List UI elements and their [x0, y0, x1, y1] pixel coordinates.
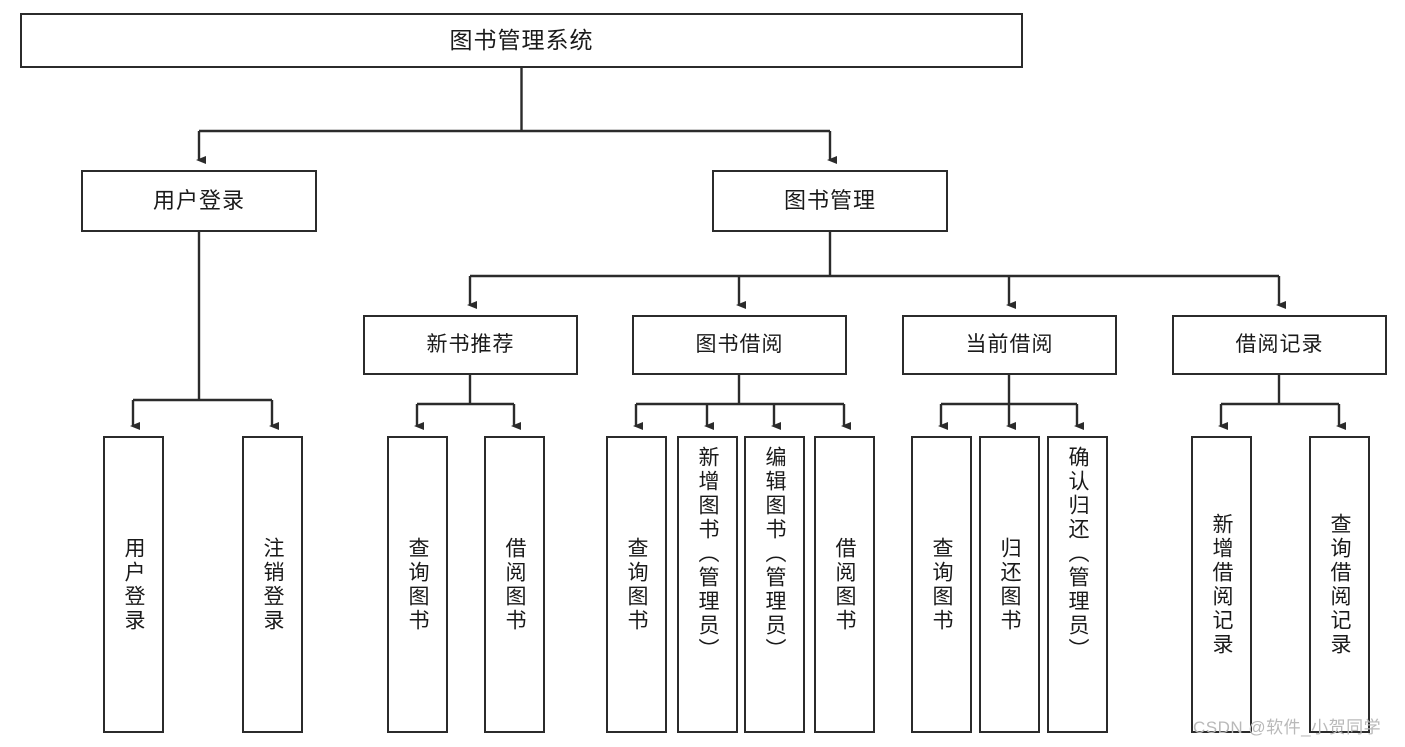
node-label: 查询图书 [625, 536, 648, 633]
node-label: 新增图书（管理员） [696, 446, 719, 662]
leaf-user-login-logout[interactable]: 注销登录 [242, 436, 303, 733]
leaf-borrow-record-query[interactable]: 查询借阅记录 [1309, 436, 1370, 733]
leaf-book-borrow-edit[interactable]: 编辑图书（管理员） [744, 436, 805, 733]
node-label: 用户登录 [152, 188, 245, 214]
node-label: 图书管理系统 [449, 26, 594, 53]
leaf-user-login-login[interactable]: 用户登录 [103, 436, 164, 733]
node-label: 借阅图书 [833, 536, 856, 633]
node-label: 借阅记录 [1235, 332, 1324, 356]
leaf-current-borrow-confirm-return[interactable]: 确认归还（管理员） [1047, 436, 1108, 733]
leaf-new-book-borrow[interactable]: 借阅图书 [484, 436, 545, 733]
leaf-book-borrow-query[interactable]: 查询图书 [606, 436, 667, 733]
node-label: 图书管理 [783, 188, 876, 214]
node-label: 借阅图书 [503, 536, 526, 633]
node-label: 查询借阅记录 [1328, 512, 1351, 657]
node-label: 新书推荐 [426, 332, 515, 356]
node-label: 查询图书 [406, 536, 429, 633]
leaf-borrow-record-add[interactable]: 新增借阅记录 [1191, 436, 1252, 733]
node-label: 图书借阅 [695, 332, 784, 356]
leaf-new-book-query[interactable]: 查询图书 [387, 436, 448, 733]
node-label: 确认归还（管理员） [1066, 446, 1089, 662]
leaf-current-borrow-return[interactable]: 归还图书 [979, 436, 1040, 733]
watermark-text: CSDN @软件_小贺同学 [1193, 718, 1382, 737]
node-label: 查询图书 [930, 536, 953, 633]
node-current-borrow[interactable]: 当前借阅 [902, 315, 1117, 375]
node-label: 当前借阅 [965, 332, 1054, 356]
leaf-current-borrow-query[interactable]: 查询图书 [911, 436, 972, 733]
leaf-book-borrow-add[interactable]: 新增图书（管理员） [677, 436, 738, 733]
node-label: 归还图书 [998, 536, 1021, 633]
leaf-book-borrow-borrow[interactable]: 借阅图书 [814, 436, 875, 733]
node-label: 新增借阅记录 [1210, 512, 1233, 657]
node-root-system[interactable]: 图书管理系统 [20, 13, 1023, 68]
node-label: 用户登录 [122, 536, 145, 633]
node-user-login[interactable]: 用户登录 [81, 170, 317, 232]
node-label: 编辑图书（管理员） [763, 446, 786, 662]
node-book-management[interactable]: 图书管理 [712, 170, 948, 232]
node-label: 注销登录 [261, 536, 284, 633]
node-new-book-recommend[interactable]: 新书推荐 [363, 315, 578, 375]
node-book-borrow[interactable]: 图书借阅 [632, 315, 847, 375]
node-borrow-record[interactable]: 借阅记录 [1172, 315, 1387, 375]
